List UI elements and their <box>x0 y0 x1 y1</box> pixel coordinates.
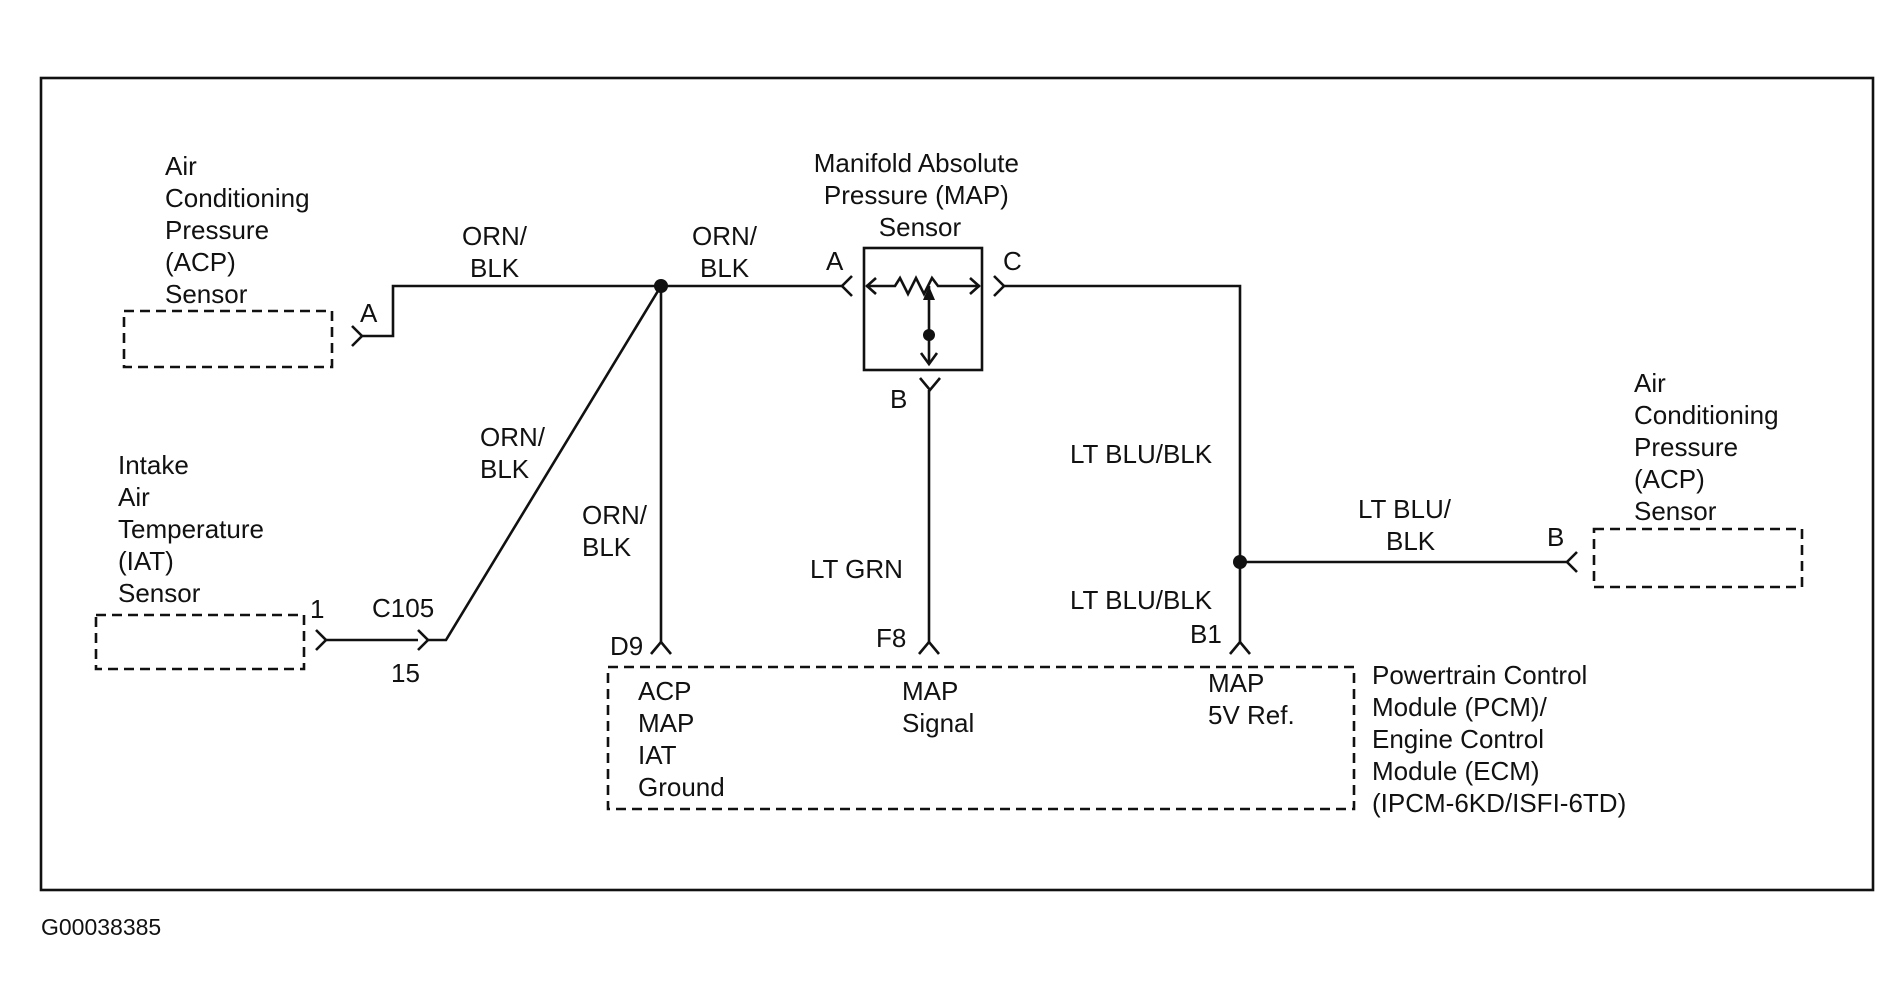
wire-acp-left-to-splice <box>362 284 661 338</box>
pcm-pin-f8-label: F8 <box>876 623 906 653</box>
c105-label: C105 <box>372 593 434 623</box>
pcm-pin-b1-connector <box>1229 639 1251 655</box>
splice-lt-blu-blk <box>1233 555 1247 569</box>
iat-pin-connector <box>315 629 328 651</box>
pcm-pin-d9-label: D9 <box>610 631 643 661</box>
map-pin-b-connector <box>919 377 941 393</box>
pcm-pin-f8-function: MAP Signal <box>902 676 974 738</box>
acp-right-pin-connector <box>1565 551 1578 573</box>
connector-c105: C105 15 <box>372 593 434 688</box>
wire-c105-to-splice <box>428 285 663 642</box>
wire-label-lt-blu-blk-2: LT BLU/BLK <box>1070 585 1213 615</box>
wire-map-c-to-b1 <box>1004 284 1242 642</box>
map-sensor: Manifold Absolute Pressure (MAP) Sensor … <box>814 148 1026 414</box>
wire-label-lt-grn: LT GRN <box>810 554 903 584</box>
map-pin-a-label: A <box>826 246 844 276</box>
wire-label-orn-blk-1: ORN/ BLK <box>462 221 534 283</box>
c105-pin-label: 15 <box>391 658 420 688</box>
acp-sensor-left: Air Conditioning Pressure (ACP) Sensor A <box>122 151 378 369</box>
acp-sensor-right: Air Conditioning Pressure (ACP) Sensor B <box>1547 368 1804 589</box>
splice-orn-blk <box>654 279 668 293</box>
iat-box <box>94 613 306 671</box>
c105-connector-symbol <box>417 629 430 651</box>
acp-right-pin-label: B <box>1547 522 1564 552</box>
pcm-pin-f8-connector <box>918 639 940 655</box>
pcm-pin-d9-function: ACP MAP IAT Ground <box>638 676 725 802</box>
map-resistor-right-arrow <box>969 277 981 295</box>
map-sensor-label: Manifold Absolute Pressure (MAP) Sensor <box>814 148 1026 242</box>
pcm-box <box>606 665 1356 811</box>
wire-label-orn-blk-4: ORN/ BLK <box>582 500 654 562</box>
acp-right-label: Air Conditioning Pressure (ACP) Sensor <box>1634 368 1786 526</box>
pcm-pin-b1-label: B1 <box>1190 619 1222 649</box>
map-pin-b-label: B <box>890 384 907 414</box>
acp-left-label: Air Conditioning Pressure (ACP) Sensor <box>165 151 317 309</box>
wire-label-orn-blk-3: ORN/ BLK <box>480 422 552 484</box>
map-resistor-left-arrow <box>865 277 877 295</box>
map-resistor-symbol <box>866 275 980 297</box>
pcm-pin-d9-connector <box>650 639 672 655</box>
wire-label-lt-blu-blk-3: LT BLU/ BLK <box>1358 494 1458 556</box>
acp-left-pin-label: A <box>360 298 378 328</box>
map-sensor-box <box>862 246 984 372</box>
acp-left-box <box>122 309 334 369</box>
wire-label-orn-blk-2: ORN/ BLK <box>692 221 764 283</box>
wire-label-lt-blu-blk-1: LT BLU/BLK <box>1070 439 1213 469</box>
map-pin-c-connector <box>993 275 1006 297</box>
figure-id: G00038385 <box>41 914 161 940</box>
map-wiper-arrow <box>923 286 935 300</box>
acp-right-box <box>1592 527 1804 589</box>
pcm-ecm-module: Powertrain Control Module (PCM)/ Engine … <box>606 619 1626 818</box>
map-wiper-bottom-arrow <box>919 352 939 367</box>
pcm-pin-b1-function: MAP 5V Ref. <box>1208 668 1295 730</box>
map-wiper-dot <box>923 329 935 341</box>
pcm-label: Powertrain Control Module (PCM)/ Engine … <box>1372 660 1626 818</box>
iat-pin-label: 1 <box>310 594 324 624</box>
iat-label: Intake Air Temperature (IAT) Sensor <box>118 450 271 608</box>
map-pin-a-connector <box>840 275 853 297</box>
acp-left-pin-connector <box>351 325 364 347</box>
iat-sensor: Intake Air Temperature (IAT) Sensor 1 <box>94 450 328 671</box>
diagram-frame <box>39 76 1875 892</box>
map-pin-c-label: C <box>1003 246 1022 276</box>
